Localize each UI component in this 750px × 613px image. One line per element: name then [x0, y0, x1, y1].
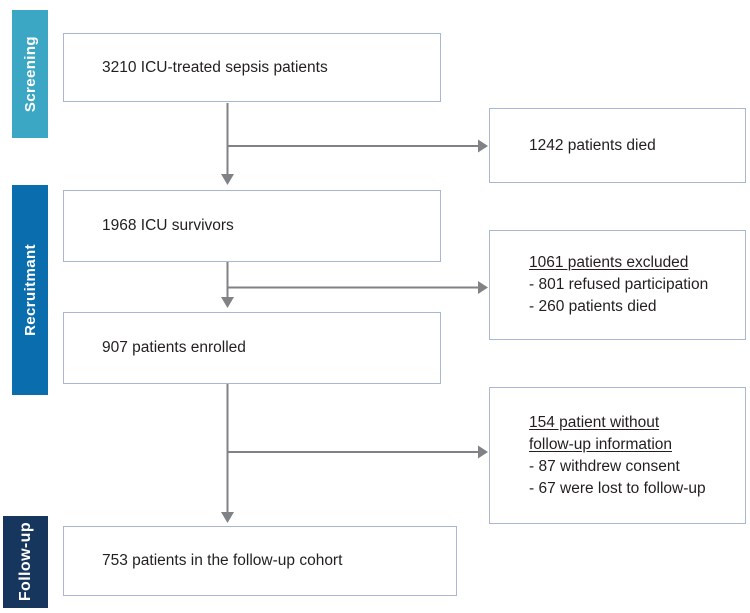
- side-box-item: - 67 were lost to follow-up: [529, 479, 706, 497]
- side-box-heading: 1061 patients excluded: [529, 254, 689, 271]
- side-box-item: - 801 refused participation: [529, 276, 709, 293]
- side-box-heading: follow-up information: [529, 435, 673, 453]
- arrowhead-down-3: [221, 512, 234, 523]
- stage-label-screening: Screening: [21, 35, 39, 113]
- flow-box-text: 907 patients enrolled: [102, 339, 246, 356]
- side-box-patients-excluded: 1061 patients excluded - 801 refused par…: [489, 230, 746, 340]
- flow-box-text: 1968 ICU survivors: [102, 217, 234, 234]
- stage-label-recruitment: Recruitmant: [21, 244, 39, 336]
- stage-label-followup: Follow-up: [16, 522, 34, 602]
- arrowhead-down-1: [221, 174, 234, 185]
- flow-box-followup-cohort: 753 patients in the follow-up cohort: [63, 526, 457, 596]
- side-box-heading: 154 patient without: [529, 413, 660, 431]
- arrowhead-right-1: [478, 139, 488, 153]
- arrowhead-right-2: [478, 281, 488, 294]
- side-box-no-followup-info: 154 patient without follow-up informatio…: [489, 387, 746, 524]
- side-box-item: - 87 withdrew consent: [529, 457, 680, 475]
- side-box-item: - 260 patients died: [529, 298, 657, 315]
- side-box-patients-died: 1242 patients died: [489, 108, 746, 183]
- arrowhead-down-2: [221, 297, 234, 308]
- flow-box-screened-patients: 3210 ICU-treated sepsis patients: [63, 33, 441, 102]
- stage-band-followup: Follow-up: [3, 516, 48, 608]
- flow-box-text: 753 patients in the follow-up cohort: [102, 552, 343, 569]
- flow-box-patients-enrolled: 907 patients enrolled: [63, 312, 441, 384]
- flow-box-text: 3210 ICU-treated sepsis patients: [102, 58, 328, 76]
- stage-band-recruitment: Recruitmant: [12, 185, 48, 395]
- side-box-text: 1242 patients died: [529, 136, 656, 154]
- stage-band-screening: Screening: [12, 10, 48, 138]
- arrowhead-right-3: [478, 445, 488, 459]
- flow-box-icu-survivors: 1968 ICU survivors: [63, 190, 441, 262]
